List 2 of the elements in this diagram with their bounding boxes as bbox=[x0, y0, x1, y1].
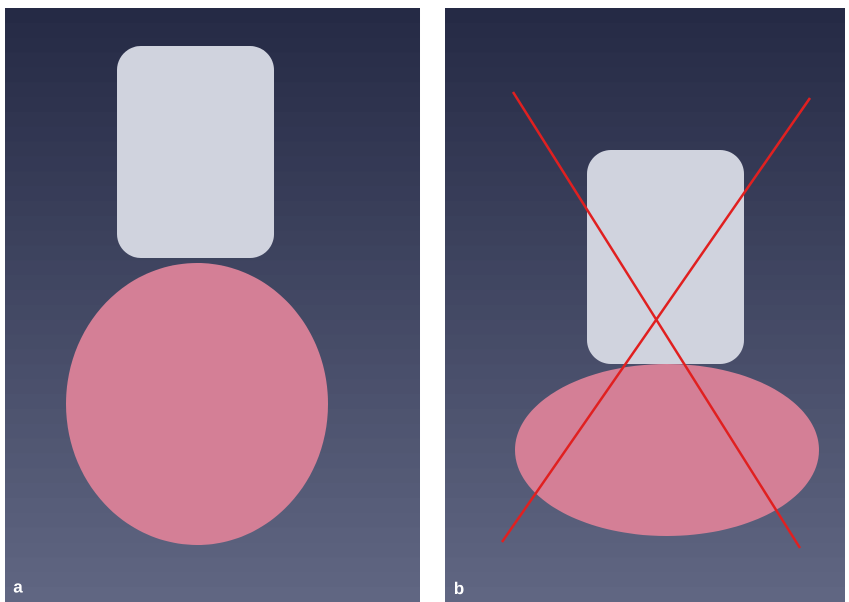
panel-label: b bbox=[454, 582, 464, 594]
panel-label: a bbox=[14, 583, 23, 593]
